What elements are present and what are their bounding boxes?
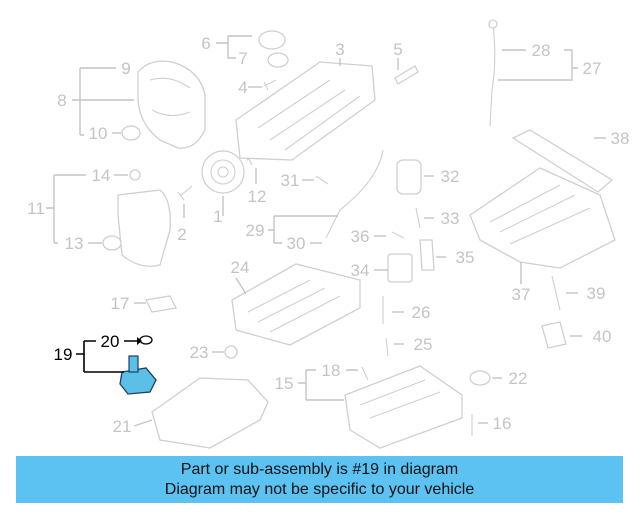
bolt-25 [385, 337, 389, 357]
callout-38: 38 [611, 129, 630, 148]
callout-10: 10 [89, 124, 108, 143]
bolt-2 [177, 185, 193, 201]
callout-2: 2 [177, 225, 186, 244]
callout-3: 3 [335, 40, 344, 59]
upper-timing-cover-detail [149, 77, 191, 117]
callout-24: 24 [231, 258, 250, 277]
callout-12: 12 [248, 187, 267, 206]
callout-21: 21 [113, 417, 132, 436]
sensor-39 [551, 275, 561, 311]
cap-seal [267, 52, 289, 68]
dipstick-handle [488, 19, 498, 29]
guide-tube [325, 149, 384, 239]
callout-19: 19 [54, 345, 73, 364]
callout-13: 13 [65, 234, 84, 253]
callout-18: 18 [322, 361, 341, 380]
callout-29: 29 [246, 221, 265, 240]
crankshaft-pulley [201, 150, 245, 194]
callout-1: 1 [213, 207, 222, 226]
callout-35: 35 [456, 248, 475, 267]
callout-5: 5 [393, 40, 402, 59]
callout-31: 31 [281, 171, 300, 190]
callout-27: 27 [583, 59, 602, 78]
leader-24 [235, 277, 247, 295]
callout-39: 39 [587, 284, 606, 303]
callout-4: 4 [238, 78, 247, 97]
leader-29 [268, 215, 338, 244]
dipstick [489, 23, 496, 127]
sensor-40 [541, 321, 567, 349]
oil-level-sensor-19 [119, 367, 157, 395]
leader-15-18 [298, 369, 358, 401]
callout-26: 26 [412, 303, 431, 322]
callout-23: 23 [190, 343, 209, 362]
bolt-4 [263, 79, 277, 91]
callout-30: 30 [287, 234, 306, 253]
callout-17: 17 [111, 294, 130, 313]
oil-filler-cap [258, 30, 286, 50]
seal-13 [102, 235, 122, 251]
callout-16: 16 [493, 414, 512, 433]
o-ring-20 [139, 335, 153, 345]
leader-6-7 [216, 35, 252, 59]
callout-22: 22 [509, 369, 528, 388]
callout-20: 20 [101, 332, 120, 351]
bolt-33 [415, 207, 421, 229]
drain-plug-22 [469, 370, 491, 386]
callout-7: 7 [238, 49, 247, 68]
bolt-36 [391, 231, 405, 239]
leader-11 [46, 174, 86, 244]
callout-33: 33 [441, 209, 460, 228]
bracket-17 [145, 295, 177, 313]
clip-5 [394, 65, 419, 85]
intake-gasket [511, 129, 614, 193]
exploded-parts-diagram: 1 2 3 4 5 6 7 8 9 10 11 12 13 14 15 16 1… [27, 19, 630, 449]
upper-oil-pan-detail [247, 279, 341, 333]
lower-oil-pan-detail [359, 379, 441, 419]
leader-20-arrowhead [137, 337, 142, 345]
callout-6: 6 [201, 34, 210, 53]
callout-25: 25 [414, 335, 433, 354]
leader-8-9 [72, 67, 134, 136]
bolt-18 [361, 366, 369, 381]
washer-14 [129, 169, 141, 181]
upper-timing-cover [137, 60, 206, 149]
leader-21 [133, 419, 153, 427]
oil-cooler [387, 253, 413, 283]
callout-28: 28 [532, 41, 551, 60]
oil-level-sensor-post [128, 355, 139, 373]
intake-manifold [469, 167, 616, 269]
callout-37: 37 [512, 285, 531, 304]
leader-19-20 [76, 340, 138, 373]
callout-40: 40 [593, 327, 612, 346]
seal-23 [224, 345, 238, 359]
crankshaft-pulley-hub [217, 166, 229, 178]
crankshaft-pulley-inner [210, 159, 236, 185]
seal-10 [121, 125, 141, 141]
callout-34: 34 [351, 261, 370, 280]
callout-9: 9 [121, 59, 130, 78]
upper-oil-pan [231, 263, 361, 346]
banner-line-part: Part or sub-assembly is #19 in diagram [180, 461, 459, 478]
intake-manifold-detail [489, 184, 591, 245]
valve-cover [235, 61, 376, 161]
callout-32: 32 [441, 167, 460, 186]
callout-11: 11 [27, 199, 45, 218]
valve-cover-detail [257, 79, 361, 151]
oil-filter [396, 159, 422, 195]
leader-27 [498, 49, 578, 81]
bolt-31 [315, 175, 329, 185]
lower-timing-cover [117, 189, 171, 267]
chain-cover [151, 377, 269, 449]
gasket-35 [419, 239, 435, 271]
callout-15: 15 [275, 374, 294, 393]
part-info-banner: Part or sub-assembly is #19 in diagram D… [16, 456, 623, 503]
callout-8: 8 [57, 91, 66, 110]
callout-14: 14 [92, 166, 111, 185]
banner-line-disclaimer: Diagram may not be specific to your vehi… [164, 481, 475, 498]
lower-oil-pan [344, 365, 463, 449]
callout-36: 36 [351, 227, 370, 246]
